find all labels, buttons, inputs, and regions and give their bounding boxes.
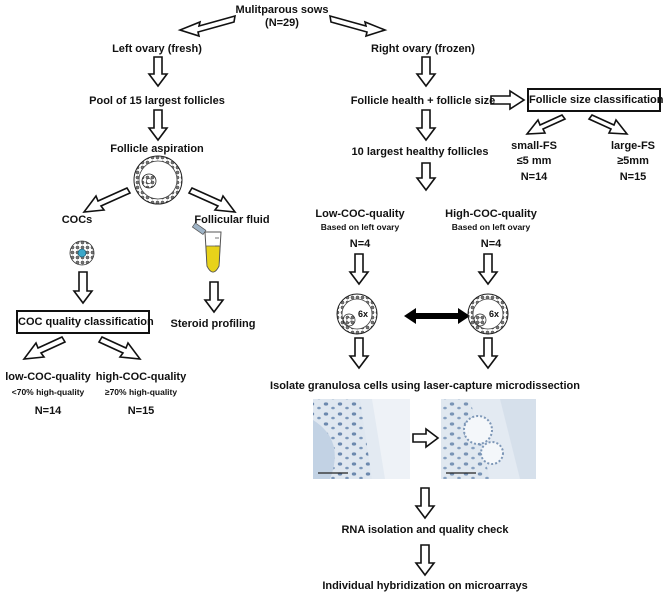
follicle-6x-low bbox=[336, 293, 378, 335]
arrow-high-lcm bbox=[477, 337, 499, 370]
arrow-to-size-box bbox=[490, 89, 526, 111]
low-quality-n: N=14 bbox=[34, 405, 62, 417]
low-coc-n: N=4 bbox=[349, 238, 371, 250]
low-coc-title: Low-COC-quality bbox=[315, 208, 405, 220]
arrow-to-high bbox=[97, 335, 142, 360]
rna-label: RNA isolation and quality check bbox=[341, 524, 509, 536]
cocs-label: COCs bbox=[61, 214, 93, 226]
micrograph-before bbox=[313, 399, 410, 479]
arrow-right-2 bbox=[415, 109, 437, 142]
arrow-coc-down bbox=[72, 271, 94, 305]
high-coc-n: N=4 bbox=[480, 238, 502, 250]
coc-illustration bbox=[69, 240, 95, 266]
arrow-high-down bbox=[477, 253, 499, 286]
fluid-label: Follicular fluid bbox=[194, 214, 270, 226]
size-classification-box: Follicle size classification bbox=[527, 88, 664, 112]
title-line1: Mulitparous sows bbox=[235, 4, 329, 16]
arrow-to-rna bbox=[414, 487, 436, 520]
arrow-to-right-ovary bbox=[329, 14, 388, 38]
arrow-fluid-down bbox=[203, 281, 225, 314]
follicle-illustration bbox=[133, 155, 183, 205]
large-fs-title: large-FS bbox=[610, 140, 656, 152]
arrow-to-left-ovary bbox=[177, 14, 236, 38]
arrow-to-fluid bbox=[187, 186, 237, 213]
small-fs-sub: ≤5 mm bbox=[516, 155, 552, 167]
micrograph-after bbox=[441, 399, 536, 479]
arrow-left-1 bbox=[147, 56, 169, 88]
largest-follicles-label: 10 largest healthy follicles bbox=[351, 146, 489, 158]
arrow-to-small bbox=[525, 114, 567, 135]
title-line2: (N=29) bbox=[265, 17, 299, 29]
health-label: Follicle health + follicle size bbox=[350, 95, 496, 107]
high-quality-sub: ≥70% high-quality bbox=[104, 387, 178, 397]
arrow-to-large bbox=[587, 114, 629, 135]
aspiration-label: Follicle aspiration bbox=[110, 143, 204, 155]
follicle-6x-low-label: 6x bbox=[357, 309, 369, 319]
low-quality-title: low-COC-quality bbox=[5, 371, 91, 383]
follicle-6x-high bbox=[467, 293, 509, 335]
arrow-micro bbox=[412, 427, 440, 449]
compare-arrow bbox=[404, 308, 470, 324]
high-coc-sub: Based on left ovary bbox=[451, 222, 531, 232]
tube-illustration bbox=[191, 222, 222, 273]
arrow-to-low bbox=[22, 335, 67, 360]
arrow-right-1 bbox=[415, 56, 437, 88]
arrow-low-lcm bbox=[348, 337, 370, 370]
left-ovary-label: Left ovary (fresh) bbox=[112, 43, 202, 55]
large-fs-sub: ≥5mm bbox=[617, 155, 649, 167]
follicle-6x-high-label: 6x bbox=[488, 309, 500, 319]
right-ovary-label: Right ovary (frozen) bbox=[371, 43, 475, 55]
arrow-to-cocs bbox=[82, 186, 132, 213]
arrow-left-2 bbox=[147, 109, 169, 142]
large-fs-n: N=15 bbox=[619, 171, 647, 183]
small-fs-n: N=14 bbox=[520, 171, 548, 183]
arrow-right-3 bbox=[415, 162, 437, 192]
high-coc-title: High-COC-quality bbox=[445, 208, 537, 220]
high-quality-title: high-COC-quality bbox=[95, 371, 187, 383]
steroid-label: Steroid profiling bbox=[170, 318, 256, 330]
arrow-low-down bbox=[348, 253, 370, 286]
small-fs-title: small-FS bbox=[511, 140, 557, 152]
low-quality-sub: <70% high-quality bbox=[11, 387, 85, 397]
pool-label: Pool of 15 largest follicles bbox=[89, 95, 225, 107]
arrow-to-hyb bbox=[414, 544, 436, 577]
lcm-label: Isolate granulosa cells using laser-capt… bbox=[270, 380, 580, 392]
high-quality-n: N=15 bbox=[127, 405, 155, 417]
low-coc-sub: Based on left ovary bbox=[320, 222, 400, 232]
hybridization-label: Individual hybridization on microarrays bbox=[322, 580, 528, 592]
coc-classification-box: COC quality classification bbox=[16, 310, 154, 334]
